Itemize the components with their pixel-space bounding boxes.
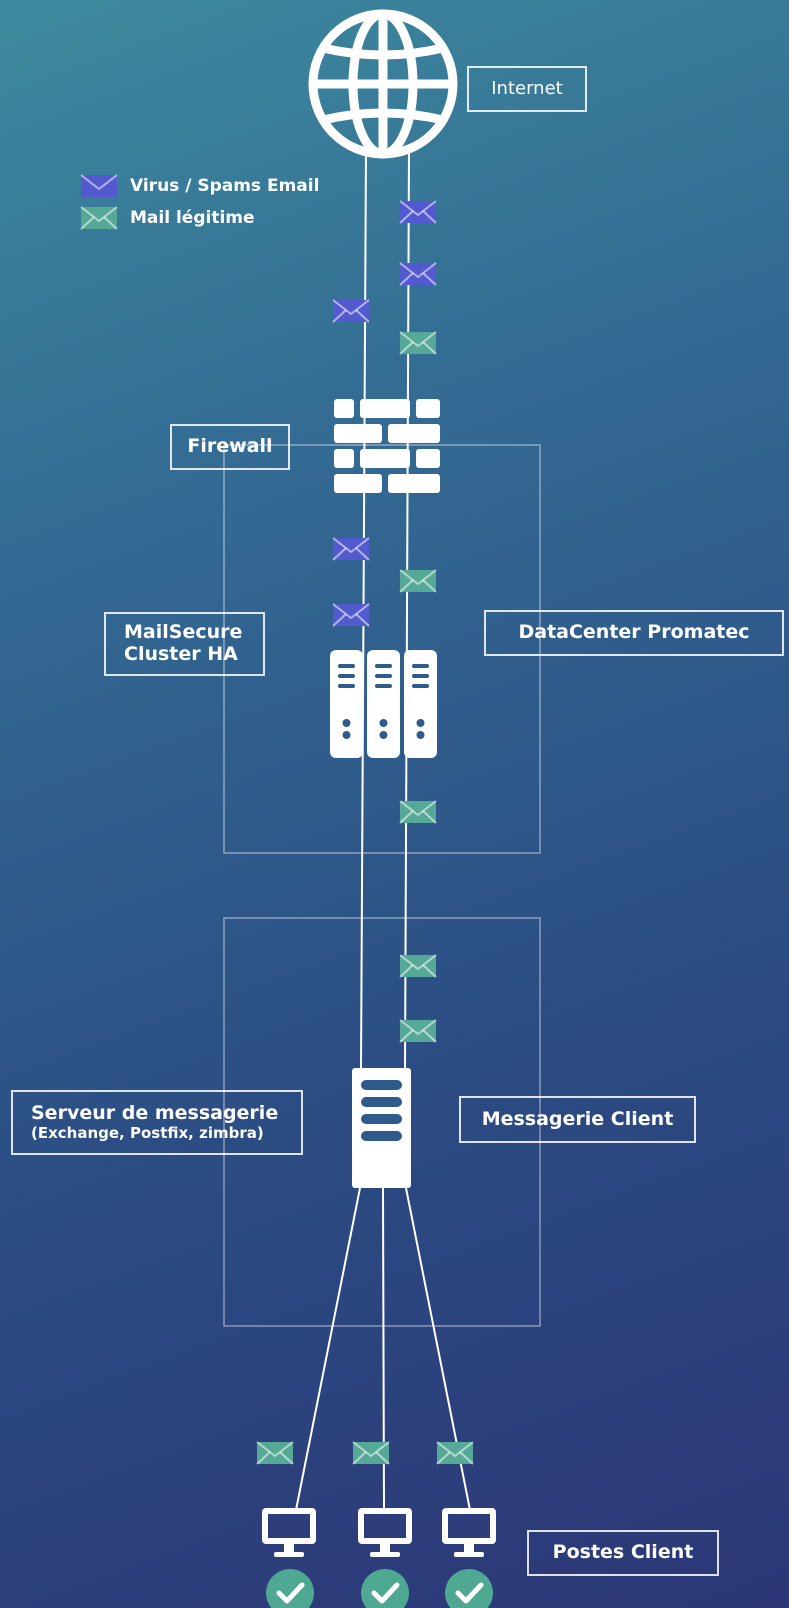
envelope-icon — [352, 1441, 390, 1465]
envelope-icon — [399, 331, 437, 355]
legend: Virus / Spams Email Mail légitime — [80, 170, 319, 234]
firewall-label: Firewall — [170, 424, 290, 470]
legend-spam-label: Virus / Spams Email — [130, 176, 320, 196]
legend-row-legit: Mail légitime — [80, 202, 319, 234]
envelope-icon — [399, 1019, 437, 1043]
datacenter-zone — [223, 444, 541, 854]
server-rack-icon — [330, 650, 437, 758]
envelope-icon — [399, 800, 437, 824]
messagerie-client-label: Messagerie Client — [459, 1096, 696, 1143]
internet-label: Internet — [467, 66, 587, 112]
connection-lines — [295, 149, 471, 1511]
monitor-icon — [262, 1508, 316, 1557]
legend-row-spam: Virus / Spams Email — [80, 170, 319, 202]
datacenter-label: DataCenter Promatec — [484, 610, 784, 656]
mailsecure-label-line1: MailSecure — [124, 621, 243, 644]
client-monitors — [262, 1508, 496, 1557]
monitor-icon — [442, 1508, 496, 1557]
envelope-icon — [332, 603, 370, 627]
legend-legit-label: Mail légitime — [130, 208, 255, 228]
mailsecure-label: MailSecure Cluster HA — [104, 612, 265, 676]
envelope-icon — [332, 299, 370, 323]
envelope-icon — [256, 1441, 294, 1465]
mail-server-label-line1: Serveur de messagerie — [31, 1101, 279, 1124]
brick-wall-icon — [334, 399, 440, 493]
server-icon — [352, 1068, 411, 1188]
envelope-icon — [80, 174, 118, 197]
envelope-icon — [399, 569, 437, 593]
messagerie-client-zone — [223, 917, 541, 1327]
envelope-icon — [80, 206, 118, 230]
check-circle-icon — [266, 1569, 314, 1608]
envelope-icon — [399, 954, 437, 978]
envelope-icon — [436, 1441, 474, 1465]
postes-client-label: Postes Client — [527, 1530, 719, 1576]
mailsecure-label-line2: Cluster HA — [124, 643, 238, 665]
mail-server-label: Serveur de messagerie (Exchange, Postfix… — [11, 1090, 303, 1155]
check-circles — [266, 1569, 493, 1608]
check-circle-icon — [361, 1569, 409, 1608]
envelope-icon — [399, 262, 437, 286]
envelope-icon — [332, 537, 370, 561]
envelope-icon — [399, 200, 437, 224]
globe-icon — [308, 9, 458, 159]
check-circle-icon — [445, 1569, 493, 1608]
monitor-icon — [358, 1508, 412, 1557]
mail-server-label-line2: (Exchange, Postfix, zimbra) — [31, 1123, 264, 1142]
